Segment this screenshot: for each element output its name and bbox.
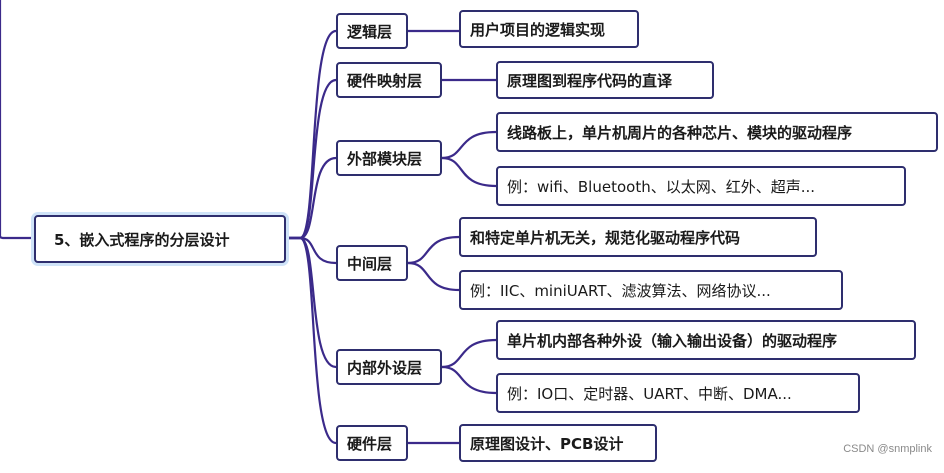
layer-to-detail-edge — [440, 338, 498, 369]
layer-label: 硬件映射层 — [347, 71, 423, 90]
layer-to-detail-edge — [406, 261, 461, 292]
detail-text: 例：IIC、miniUART、滤波算法、网络协议... — [470, 281, 771, 300]
layer-node-external-module[interactable]: 外部模块层 — [336, 140, 442, 176]
detail-text: 单片机内部各种外设（输入输出设备）的驱动程序 — [507, 331, 838, 350]
layer-label: 外部模块层 — [347, 149, 423, 168]
root-to-layer-edge — [284, 236, 338, 265]
detail-text: 例：IO口、定时器、UART、中断、DMA... — [507, 384, 792, 403]
root-to-layer-edge — [284, 236, 338, 445]
detail-node[interactable]: 和特定单片机无关，规范化驱动程序代码 — [459, 217, 817, 257]
layer-node-internal-peripheral[interactable]: 内部外设层 — [336, 349, 442, 385]
detail-node[interactable]: 例：IIC、miniUART、滤波算法、网络协议... — [459, 270, 843, 310]
detail-node[interactable]: 原理图到程序代码的直译 — [496, 61, 714, 99]
watermark: CSDN @snmplink — [843, 443, 932, 455]
detail-text: 用户项目的逻辑实现 — [470, 20, 606, 39]
layer-to-detail-edge — [440, 156, 498, 188]
root-node[interactable]: 5、嵌入式程序的分层设计 — [34, 215, 286, 263]
detail-text: 原理图设计、PCB设计 — [470, 434, 624, 453]
layer-label: 内部外设层 — [347, 358, 423, 377]
detail-node[interactable]: 原理图设计、PCB设计 — [459, 424, 657, 462]
detail-text: 原理图到程序代码的直译 — [507, 71, 673, 90]
layer-node-hardware[interactable]: 硬件层 — [336, 425, 408, 461]
layer-label: 硬件层 — [347, 434, 393, 453]
layer-to-detail-edge — [406, 235, 461, 265]
detail-node[interactable]: 单片机内部各种外设（输入输出设备）的驱动程序 — [496, 320, 916, 360]
layer-node-logic[interactable]: 逻辑层 — [336, 13, 408, 49]
layer-node-middle[interactable]: 中间层 — [336, 245, 408, 281]
detail-text: 例：wifi、Bluetooth、以太网、红外、超声... — [507, 177, 816, 196]
root-label: 5、嵌入式程序的分层设计 — [54, 230, 230, 249]
detail-node[interactable]: 线路板上，单片机周片的各种芯片、模块的驱动程序 — [496, 112, 938, 152]
layer-node-hw-mapping[interactable]: 硬件映射层 — [336, 62, 442, 98]
detail-node[interactable]: 例：wifi、Bluetooth、以太网、红外、超声... — [496, 166, 906, 206]
detail-node[interactable]: 例：IO口、定时器、UART、中断、DMA... — [496, 373, 860, 413]
layer-to-detail-edge — [440, 365, 498, 395]
layer-to-detail-edge — [440, 130, 498, 160]
layer-label: 中间层 — [347, 254, 393, 273]
incoming-edge — [0, 0, 36, 240]
detail-text: 线路板上，单片机周片的各种芯片、模块的驱动程序 — [507, 123, 853, 142]
detail-node[interactable]: 用户项目的逻辑实现 — [459, 10, 639, 48]
layer-label: 逻辑层 — [347, 22, 393, 41]
detail-text: 和特定单片机无关，规范化驱动程序代码 — [470, 228, 741, 247]
